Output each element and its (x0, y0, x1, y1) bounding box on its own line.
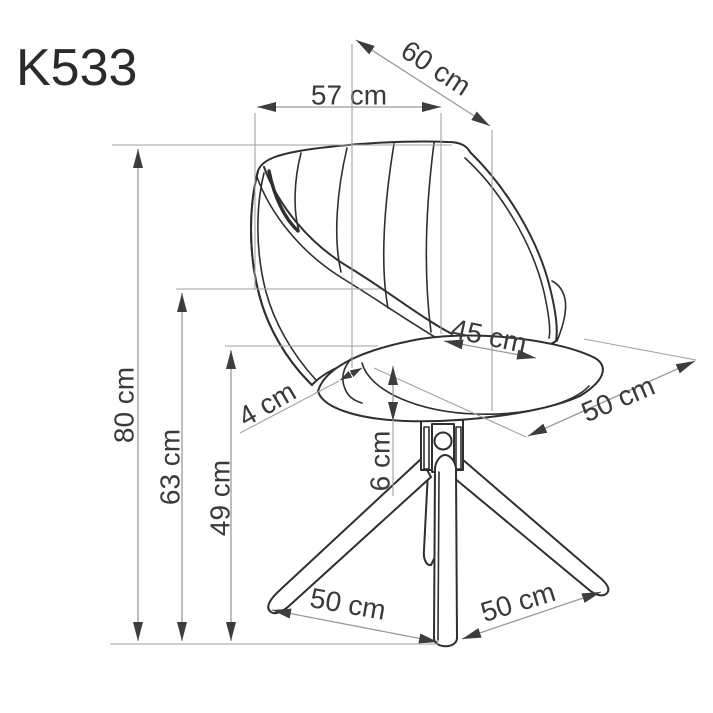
dim-label-6: 6 cm (365, 431, 396, 492)
chair-backrest (250, 140, 567, 386)
leg-right (452, 458, 610, 597)
dimension-cushion-thickness: 6 cm (365, 366, 398, 496)
dimension-height-total: 80 cm (109, 144, 452, 645)
product-code: K533 (16, 39, 137, 97)
seat-front-wrap (342, 357, 363, 404)
leg-front (433, 454, 458, 648)
dim-label-49: 49 cm (205, 460, 236, 536)
dimension-base-right: 50 cm (461, 576, 602, 640)
dimension-height-seat: 49 cm (205, 345, 378, 641)
chair-base (267, 419, 610, 648)
armrest-band-outer (263, 166, 453, 335)
armrest-band-inner (256, 176, 446, 344)
dimension-height-armrest: 63 cm (155, 288, 380, 641)
dim-label-4: 4 cm (233, 375, 301, 432)
leg-left (267, 458, 432, 615)
seam-4 (425, 142, 435, 333)
armrest-hole-edge (267, 169, 300, 233)
dim-label-63: 63 cm (155, 429, 186, 505)
dim-label-80: 80 cm (109, 367, 140, 443)
hub-bolt (433, 431, 453, 451)
dim-label-57: 57 cm (311, 80, 387, 111)
